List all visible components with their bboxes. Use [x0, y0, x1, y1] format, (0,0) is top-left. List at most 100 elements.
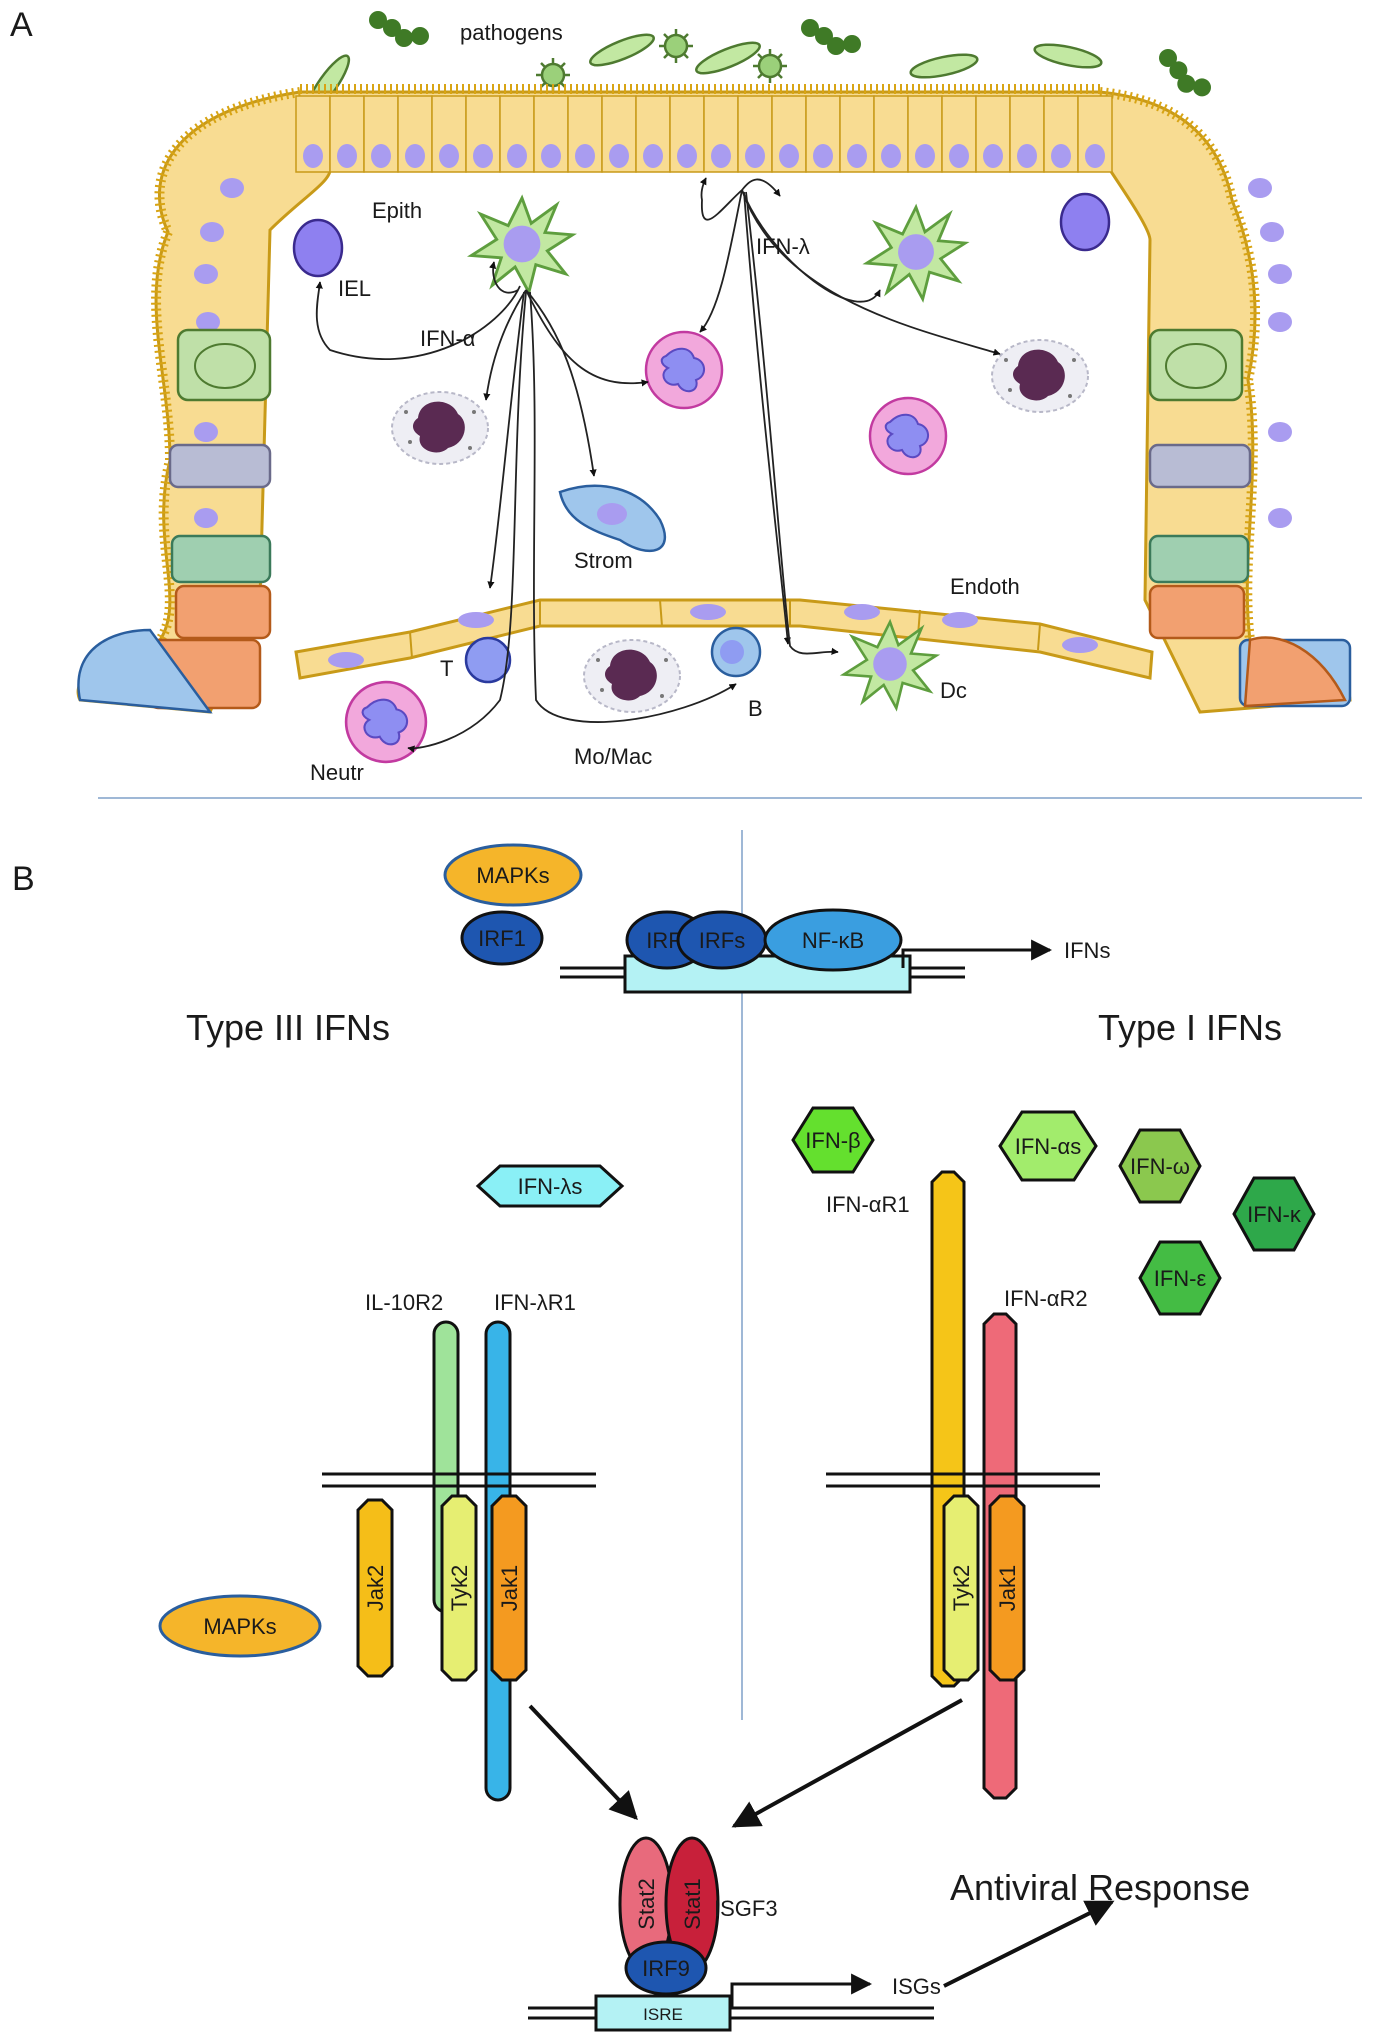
stat1-label: Stat1 — [680, 1878, 705, 1929]
iel-cell — [292, 192, 1111, 278]
nucleus — [1248, 178, 1272, 198]
ifn-alphas-ligand — [998, 1110, 1098, 1182]
dendritic-cell — [865, 205, 967, 301]
nucleus — [507, 144, 527, 168]
strom-label: Strom — [574, 548, 633, 573]
mapks-oval-left — [158, 1594, 322, 1658]
panel-label-b: B — [12, 860, 35, 898]
type3-title: Type III IFNs — [186, 1007, 390, 1048]
jak1-left-box — [490, 1494, 528, 1682]
stromal-cell — [558, 484, 667, 553]
ifn-epsilon-ligand — [1138, 1240, 1222, 1316]
ifn-lambdas-ligand — [475, 1164, 625, 1208]
il10r2-label: IL-10R2 — [365, 1290, 443, 1315]
epithelium — [76, 84, 1352, 714]
ifn-beta-ligand — [791, 1106, 875, 1174]
b-cell — [710, 626, 762, 678]
epithelial-cell — [1009, 95, 1045, 173]
ifn-alphas-label: IFN-αs — [1015, 1134, 1081, 1159]
nucleus — [439, 144, 459, 168]
jak1-right-label: Jak1 — [995, 1565, 1020, 1611]
irf9-label: IRF9 — [642, 1956, 690, 1981]
nucleus — [915, 144, 935, 168]
mapks-oval-top — [443, 843, 583, 907]
panel-label-a: A — [10, 6, 33, 44]
ifn-lambdas-label: IFN-λs — [518, 1174, 583, 1199]
jak2-label: Jak2 — [363, 1565, 388, 1611]
neutrophil — [868, 396, 948, 476]
ifnar2-label: IFN-αR2 — [1004, 1286, 1088, 1311]
ifn-epsilon-label: IFN-ε — [1154, 1266, 1207, 1291]
t-label: T — [440, 656, 453, 681]
macrophage — [391, 391, 489, 465]
nucleus — [1268, 264, 1292, 284]
dendritic-cell — [469, 196, 575, 294]
ifn-alpha-arrows — [315, 261, 737, 753]
nucleus — [983, 144, 1003, 168]
neutrophil — [644, 330, 724, 410]
nucleus — [677, 144, 697, 168]
ifns-label: IFNs — [1064, 938, 1110, 963]
neutrophil-blood — [344, 680, 428, 764]
jak2-box — [356, 1498, 394, 1678]
tyk2-right-box — [942, 1494, 980, 1682]
nucleus — [1268, 312, 1292, 332]
tyk2-left-label: Tyk2 — [447, 1565, 472, 1611]
nucleus — [194, 264, 218, 284]
irf1-oval — [460, 910, 544, 966]
irfs-label: IRFs — [699, 928, 745, 953]
antiviral-label: Antiviral Response — [950, 1867, 1250, 1908]
nucleus — [881, 144, 901, 168]
type1-title: Type I IFNs — [1098, 1007, 1282, 1048]
nucleus — [1085, 144, 1105, 168]
ifn-omega-ligand — [1118, 1128, 1202, 1204]
nucleus — [745, 144, 765, 168]
nucleus — [194, 508, 218, 528]
nucleus — [371, 144, 391, 168]
nucleus — [200, 222, 224, 242]
stat2-label: Stat2 — [634, 1878, 659, 1929]
nucleus — [405, 144, 425, 168]
nucleus — [711, 144, 731, 168]
nucleus — [813, 144, 833, 168]
nucleus — [949, 144, 969, 168]
nucleus — [196, 312, 220, 332]
ifn-kappa-label: IFN-κ — [1247, 1202, 1302, 1227]
isgf3-complex: Stat2 Stat1 ISGF3 ISRE IRF9 ISGs Antivir… — [528, 1836, 1250, 2032]
nucleus — [337, 144, 357, 168]
ifnlr1-label: IFN-λR1 — [494, 1290, 576, 1315]
nfkb-oval — [763, 908, 903, 972]
jak1-left-label: Jak1 — [497, 1565, 522, 1611]
nfkb-label: NF-κB — [802, 928, 864, 953]
jak1-right-box — [988, 1494, 1026, 1682]
isre-box — [594, 1994, 732, 2032]
nucleus — [575, 144, 595, 168]
nucleus — [1260, 222, 1284, 242]
nucleus — [847, 144, 867, 168]
ifnar1-label: IFN-αR1 — [826, 1192, 910, 1217]
t-cell — [464, 636, 512, 684]
mapks-left-label: MAPKs — [203, 1614, 276, 1639]
nucleus — [541, 144, 561, 168]
dc-label: Dc — [940, 678, 967, 703]
ifn-kappa-ligand — [1232, 1176, 1316, 1252]
nucleus — [473, 144, 493, 168]
nucleus — [1268, 422, 1292, 442]
epith-label: Epith — [372, 198, 422, 223]
nucleus — [643, 144, 663, 168]
isgf3-label: ISGF3 — [714, 1896, 778, 1921]
isre-label: ISRE — [643, 2005, 683, 2024]
irf-label: IRF — [646, 928, 681, 953]
mo-mac-label: Mo/Mac — [574, 744, 652, 769]
pathogens-label: pathogens — [460, 20, 563, 45]
neutr-label: Neutr — [310, 760, 364, 785]
isgs-label: ISGs — [892, 1974, 941, 1999]
b-label: B — [748, 696, 763, 721]
ifn-alpha-label: IFN-α — [420, 326, 476, 351]
ifn-promoter: MAPKs IRF1 IRF IRFs NF-κB IFNs — [443, 843, 1110, 994]
endoth-label: Endoth — [950, 574, 1020, 599]
nucleus — [779, 144, 799, 168]
macrophage — [991, 339, 1089, 413]
macrophage-blood — [583, 639, 681, 713]
